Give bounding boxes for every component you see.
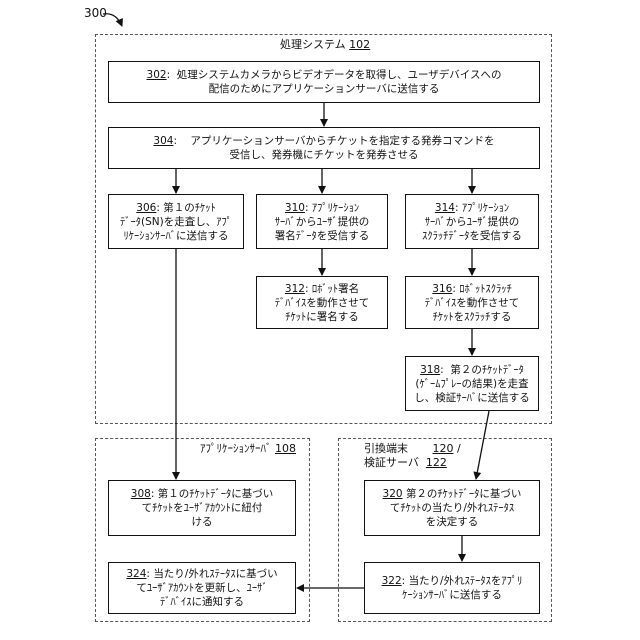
arrow-318-320 — [476, 411, 489, 479]
figure-pointer-arrow — [103, 14, 122, 26]
